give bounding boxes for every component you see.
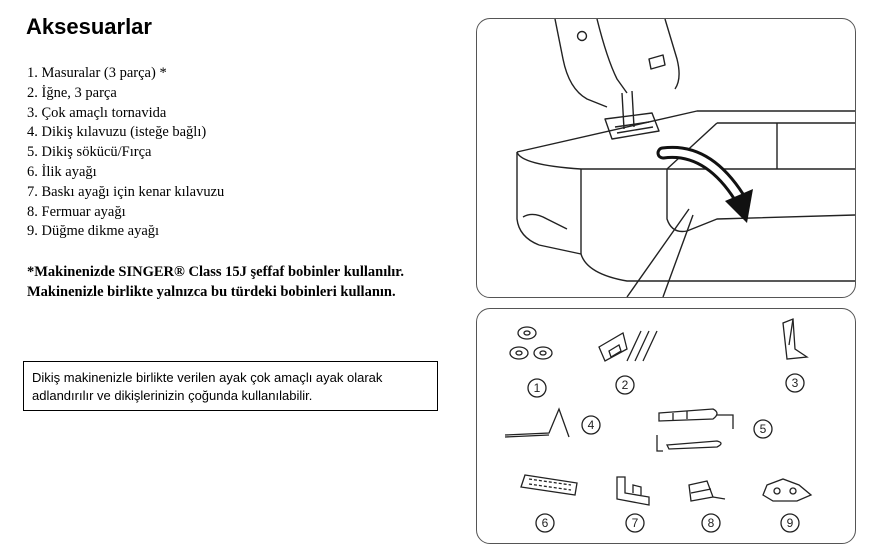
accessory-number: 1 [534,381,541,395]
accessory-number: 2 [622,378,629,392]
number-circle [615,375,635,395]
number-circle [581,415,601,435]
list-item: 1. Masuralar (3 parça) * [27,65,167,81]
screwdriver-icon [782,318,809,360]
edge-guide-icon [616,476,650,506]
accessory-number: 4 [588,418,595,432]
zipper-foot-icon [688,480,726,502]
accessories-illustration-panel: 1 2 3 4 5 6 7 8 9 [476,308,856,544]
number-circle [535,513,555,533]
accessory-number: 5 [760,422,767,436]
number-circle [527,378,547,398]
number-circle [780,513,800,533]
machine-illustration-panel [476,18,856,298]
accessories-illustration: 1 2 3 4 5 6 7 8 9 [504,318,813,533]
buttonhole-foot-icon [520,474,578,496]
accessory-number: 3 [792,376,799,390]
list-item: 7. Baskı ayağı için kenar kılavuzu [27,183,225,200]
list-item: 9. Düğme dikme ayağı [27,223,160,240]
bobbin-icon [509,326,553,360]
button-foot-icon [762,478,813,502]
number-circle [785,373,805,393]
accessory-number: 6 [542,516,549,530]
seam-guide-icon [504,407,570,438]
accessory-number: 7 [632,516,639,530]
list-item: 6. İlik ayağı [27,163,97,180]
info-box: Dikiş makinenizle birlikte verilen ayak … [23,361,438,411]
needle-icon [598,330,658,362]
accessory-number: 9 [787,516,794,530]
number-circle [701,513,721,533]
number-circle [625,513,645,533]
bobbin-note: *Makinenizde SINGER® Class 15J şeffaf bo… [27,264,405,300]
number-circle [753,419,773,439]
list-item: 4. Dikiş kılavuzu (isteğe bağlı) [27,124,207,141]
list-item: 3. Çok amaçlı tornavida [27,104,167,121]
list-item: 2. İğne, 3 parça [27,84,117,101]
list-item: 5. Dikiş sökücü/Fırça [27,144,152,161]
sewing-machine-illustration [516,19,855,297]
seam-ripper-icon [656,408,734,452]
accessory-number: 8 [708,516,715,530]
list-item: 8. Fermuar ayağı [27,203,126,220]
page-title: Aksesuarlar [26,14,152,39]
accessory-list: 1. Masuralar (3 parça) * 2. İğne, 3 parç… [27,64,224,242]
